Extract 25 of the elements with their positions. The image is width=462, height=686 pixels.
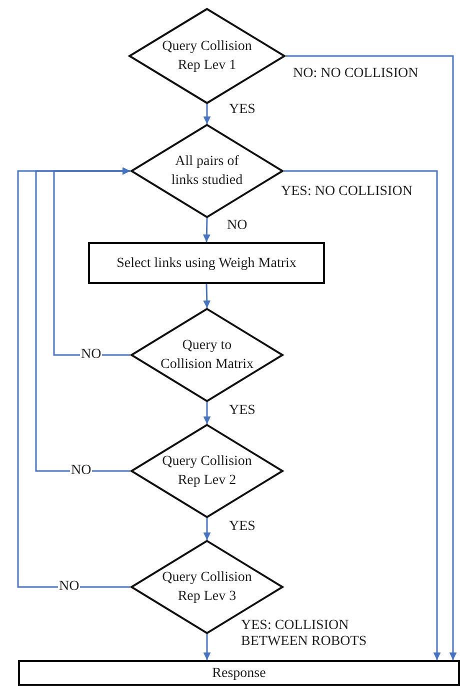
arrow — [203, 104, 211, 124]
process-box — [88, 242, 325, 284]
node-label: Query Collision Rep Lev 3 — [161, 569, 253, 606]
node-label: Response — [212, 664, 266, 682]
arrow — [286, 55, 457, 660]
edge-label: YES — [228, 403, 256, 419]
arrow — [203, 634, 211, 660]
arrow — [203, 402, 211, 424]
arrow — [203, 284, 211, 308]
edge-label: NO — [226, 218, 248, 234]
edge-label: YES: NO COLLISION — [280, 184, 414, 200]
arrow — [203, 518, 211, 540]
node-label: Query Collision Rep Lev 1 — [161, 38, 253, 75]
node-label: All pairs of links studied — [170, 153, 244, 190]
node-label: Query Collision Rep Lev 2 — [161, 453, 253, 490]
edge-label: YES — [228, 102, 256, 118]
terminal-box — [18, 660, 460, 686]
edge-label: NO: NO COLLISION — [292, 66, 420, 82]
edge-label: YES — [228, 519, 256, 535]
arrow — [17, 167, 130, 588]
node-label: Select links using Weigh Matrix — [116, 254, 296, 272]
arrow — [202, 218, 210, 242]
node-label: Query to Collision Matrix — [160, 337, 254, 374]
edge-label: YES: COLLISION BETWEEN ROBOTS — [240, 618, 368, 650]
arrow — [284, 170, 441, 660]
